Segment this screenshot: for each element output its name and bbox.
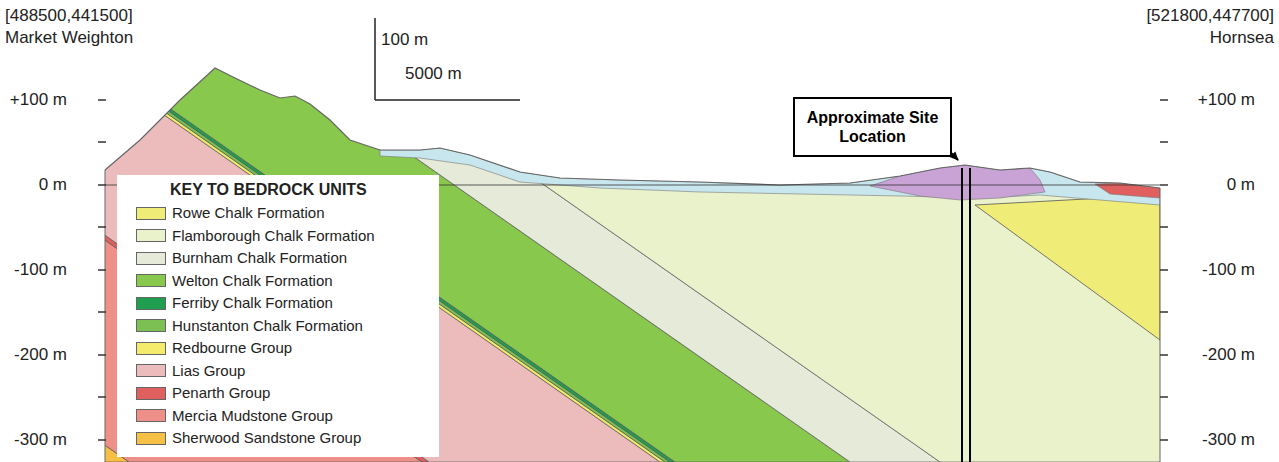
section-end-label: Hornsea — [1210, 28, 1274, 48]
axis-label: -300 m — [1202, 430, 1255, 450]
section-end-label: Market Weighton — [5, 28, 133, 48]
legend-entry: Redbourne Group — [136, 339, 292, 357]
drift-cover — [380, 148, 1160, 205]
legend-text: Flamborough Chalk Formation — [172, 227, 375, 245]
legend-text: Welton Chalk Formation — [172, 272, 333, 290]
legend-swatch — [136, 207, 166, 220]
legend-text: Ferriby Chalk Formation — [172, 294, 333, 312]
legend-swatch — [136, 364, 166, 377]
legend-title: KEY TO BEDROCK UNITS — [170, 180, 367, 200]
legend-swatch — [136, 342, 166, 355]
legend-entry: Welton Chalk Formation — [136, 272, 333, 290]
legend-entry: Flamborough Chalk Formation — [136, 227, 375, 245]
axis-label: -100 m — [14, 260, 67, 280]
legend-text: Sherwood Sandstone Group — [172, 429, 361, 447]
legend-entry: Hunstanton Chalk Formation — [136, 317, 363, 335]
legend-swatch — [136, 252, 166, 265]
axis-label: +100 m — [1198, 90, 1255, 110]
axis-label: 0 m — [39, 175, 67, 195]
legend-swatch — [136, 409, 166, 422]
legend-entry: Lias Group — [136, 362, 245, 380]
till-mound — [870, 165, 1045, 200]
legend-entry: Sherwood Sandstone Group — [136, 429, 361, 447]
axis-label: +100 m — [10, 90, 67, 110]
legend-entry: Rowe Chalk Formation — [136, 204, 325, 222]
legend-swatch — [136, 229, 166, 242]
section-end-label: [488500,441500] — [5, 6, 133, 26]
legend-entry: Burnham Chalk Formation — [136, 249, 347, 267]
callout-box: Approximate Site Location — [793, 97, 952, 157]
scale-label: 100 m — [381, 30, 428, 50]
legend-swatch — [136, 432, 166, 445]
legend-swatch — [136, 387, 166, 400]
legend-text: Rowe Chalk Formation — [172, 204, 325, 222]
legend-entry: Ferriby Chalk Formation — [136, 294, 333, 312]
scale-label: 5000 m — [405, 64, 462, 84]
axis-label: -300 m — [14, 430, 67, 450]
legend-entry: Penarth Group — [136, 384, 270, 402]
legend-text: Lias Group — [172, 362, 245, 380]
callout-text: Approximate Site Location — [807, 109, 939, 145]
axis-label: -200 m — [14, 345, 67, 365]
legend-swatch — [136, 297, 166, 310]
axis-label: -100 m — [1202, 260, 1255, 280]
legend-swatch — [136, 319, 166, 332]
scale-bar — [375, 18, 520, 100]
axis-label: -200 m — [1202, 345, 1255, 365]
section-edge — [105, 170, 106, 462]
spacer — [948, 112, 1000, 113]
axis-label: 0 m — [1227, 175, 1255, 195]
legend-text: Burnham Chalk Formation — [172, 249, 347, 267]
legend-text: Hunstanton Chalk Formation — [172, 317, 363, 335]
section-edge — [1160, 188, 1161, 462]
legend-entry: Mercia Mudstone Group — [136, 407, 333, 425]
section-end-label: [521800,447700] — [1146, 6, 1274, 26]
rowe-wedge — [975, 195, 1160, 340]
cover-deposits — [380, 148, 1160, 340]
ground-surface — [105, 68, 1160, 188]
legend-text: Mercia Mudstone Group — [172, 407, 333, 425]
legend-text: Penarth Group — [172, 384, 270, 402]
borehole — [962, 168, 970, 462]
legend-text: Redbourne Group — [172, 339, 292, 357]
legend-swatch — [136, 274, 166, 287]
legend-box — [117, 175, 439, 457]
